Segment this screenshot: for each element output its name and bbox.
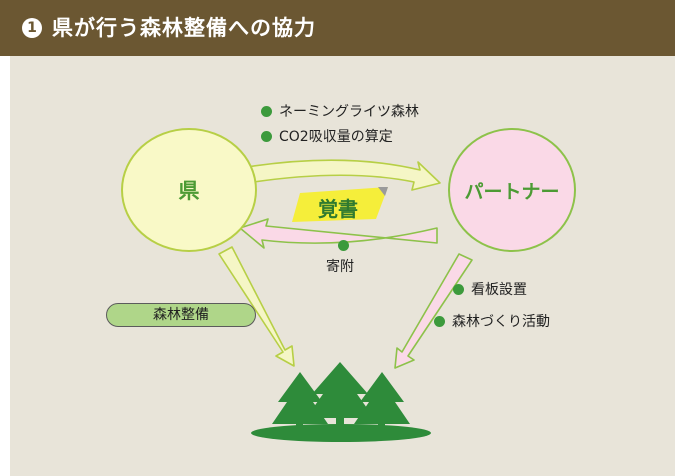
label-naming-rights: ネーミングライツ森林 [261,103,419,121]
memo-banner [292,187,388,222]
forest-icon [251,362,431,442]
section-header: 1 県が行う森林整備への協力 [0,0,675,56]
bullet-dot-icon [453,284,464,295]
label-forest-activity: 森林づくり活動 [434,313,550,331]
bullet-dot-icon [434,316,445,327]
section-number-icon: 1 [22,18,42,38]
memo-label: 覚書 [318,197,358,221]
label-signboard: 看板設置 [453,281,527,299]
label-forest-maintenance: 森林整備 [106,303,256,327]
bullet-dot-icon [261,106,272,117]
section-title: 県が行う森林整備への協力 [52,16,316,40]
label-co2-calc: CO2吸収量の算定 [261,128,393,146]
node-ken: 県 [121,128,257,252]
bullet-dot-icon [338,240,349,251]
label-donation: 寄附 [326,259,354,275]
memo-fold [378,187,388,196]
bullet-dot-icon [261,131,272,142]
arrow-to-ken [239,218,438,249]
node-partner: パートナー [448,128,576,252]
arrow-to-partner [246,159,441,191]
arrow-partner-to-forest [394,253,473,369]
arrow-ken-to-forest [218,246,295,367]
